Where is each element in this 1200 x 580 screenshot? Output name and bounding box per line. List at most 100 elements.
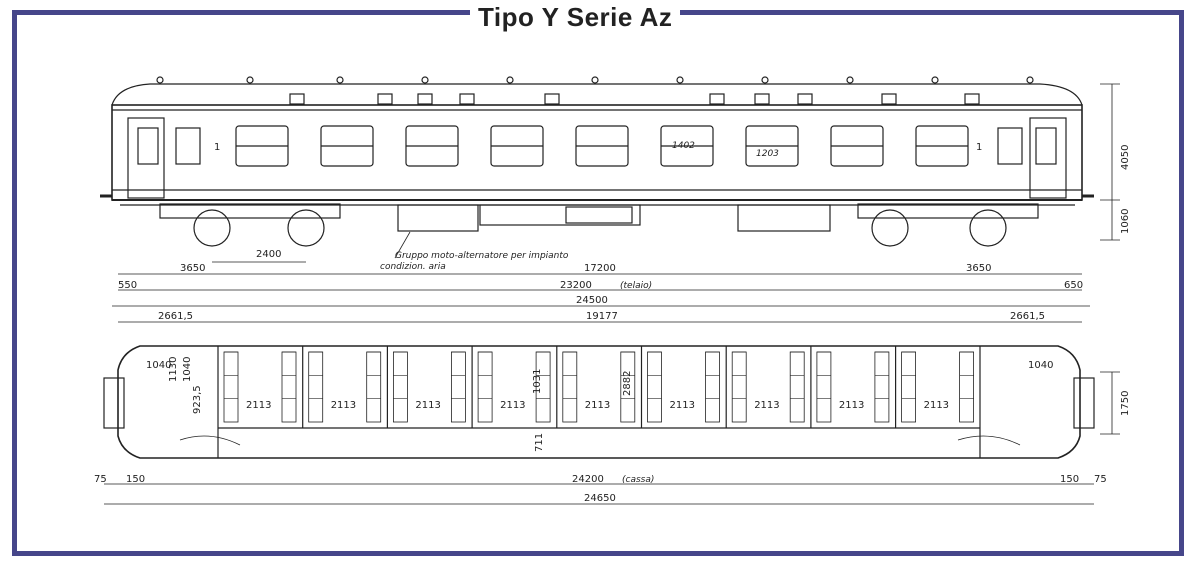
bogie-left xyxy=(159,203,341,247)
window-label-1: 1402 xyxy=(672,141,695,151)
end-left: 2661,5 xyxy=(158,311,193,322)
seat-bench xyxy=(562,351,578,423)
compartment-width: 2113 xyxy=(415,400,440,411)
equipment-panel xyxy=(565,206,633,224)
compartment-width: 2113 xyxy=(754,400,779,411)
seat-bench xyxy=(308,351,324,423)
drawing-title: Tipo Y Serie Az xyxy=(470,2,681,33)
bogie-right xyxy=(857,203,1039,247)
frame-length: 23200 xyxy=(560,280,592,291)
generator-box xyxy=(397,204,479,232)
buffer-right-dim: 650 xyxy=(1064,280,1083,291)
roof-dome xyxy=(156,76,164,84)
compartment-width: 2113 xyxy=(585,400,610,411)
buffer-left-dim: 550 xyxy=(118,280,137,291)
door-swing-left xyxy=(179,435,241,446)
roof-dome xyxy=(931,76,939,84)
seat-bench xyxy=(816,351,832,423)
vestibule-right: 1040 xyxy=(1028,360,1053,371)
compartment-width: 2113 xyxy=(924,400,949,411)
seat-bench xyxy=(477,351,493,423)
coupler-left xyxy=(103,377,125,429)
seat-bench xyxy=(281,351,297,423)
seat-bench xyxy=(874,351,890,423)
side-door-right xyxy=(1029,117,1067,199)
roof-dome xyxy=(421,76,429,84)
body-length-note: (cassa) xyxy=(622,475,654,485)
wheel xyxy=(193,209,231,247)
roof-dome xyxy=(1026,76,1034,84)
seat-bench xyxy=(450,351,466,423)
overhang-left: 3650 xyxy=(180,263,205,274)
gap-right-2: 150 xyxy=(1060,474,1079,485)
bogie-spacing: 2400 xyxy=(256,249,281,260)
door-swing-right xyxy=(957,435,1021,446)
seat-bench xyxy=(647,351,662,423)
door-number-right: 1 xyxy=(976,142,982,153)
generator-note-2: condizion. aria xyxy=(380,262,446,272)
height-floor: 1060 xyxy=(1120,209,1131,234)
seat-bench xyxy=(705,351,720,423)
car-roof xyxy=(111,83,1083,106)
coupler-right xyxy=(1073,377,1095,429)
roof-dome xyxy=(246,76,254,84)
roof-vent xyxy=(709,93,725,105)
seat-bench xyxy=(731,351,747,423)
generator-note-1: Gruppo moto-alternatore per impianto xyxy=(395,251,569,261)
end-window-right xyxy=(997,127,1023,165)
side-door-left-window xyxy=(137,127,159,165)
seat-bench xyxy=(789,351,805,423)
wheel xyxy=(871,209,909,247)
side-windows xyxy=(235,125,969,167)
equipment-box xyxy=(479,204,641,226)
vestibule-left: 1040 xyxy=(146,360,171,371)
roof-vent xyxy=(881,93,897,105)
seat-bench xyxy=(959,351,974,423)
roof-dome xyxy=(591,76,599,84)
seat-bench xyxy=(901,351,916,423)
height-body: 4050 xyxy=(1120,145,1131,170)
overall-length: 24500 xyxy=(576,295,608,306)
roof-vent xyxy=(754,93,770,105)
gap-left: 75 xyxy=(94,474,107,485)
plan-width: 1750 xyxy=(1120,391,1131,416)
roof-vent xyxy=(544,93,560,105)
seat-bench xyxy=(223,351,239,423)
door-number-left: 1 xyxy=(214,142,220,153)
roof-dome xyxy=(676,76,684,84)
window-label-2: 1203 xyxy=(756,149,779,159)
corridor-dim: 711 xyxy=(534,433,545,452)
side-door-left xyxy=(127,117,165,199)
wc-dim-2: 1040 xyxy=(182,357,193,382)
end-window-left xyxy=(175,127,201,165)
seat-bench xyxy=(366,351,382,423)
wheel xyxy=(969,209,1007,247)
compartment-width: 2113 xyxy=(331,400,356,411)
seat-dim: 1031 xyxy=(532,369,543,394)
roof-vent xyxy=(377,93,393,105)
roof-dome xyxy=(336,76,344,84)
plan-outline xyxy=(117,345,1081,459)
side-elevation: 1 1 1402 1203 4050 1060 xyxy=(100,76,1131,307)
wc-dim-1: 1130 xyxy=(168,357,179,382)
note-leader xyxy=(394,231,411,259)
interior-width: 2882 xyxy=(622,371,633,396)
frame-length-note: (telaio) xyxy=(620,281,652,291)
compartment-width: 2113 xyxy=(839,400,864,411)
gap-left-2: 150 xyxy=(126,474,145,485)
compartment-width: 2113 xyxy=(246,400,271,411)
wc-dim-3: 923,5 xyxy=(192,385,203,414)
car-body xyxy=(111,104,1083,201)
overhang-right: 3650 xyxy=(966,263,991,274)
compartment-width: 2113 xyxy=(670,400,695,411)
compartments-total: 19177 xyxy=(586,311,618,322)
roof-dome xyxy=(761,76,769,84)
roof-vent xyxy=(417,93,433,105)
roof-vent xyxy=(797,93,813,105)
seat-bench xyxy=(392,351,408,423)
wheel xyxy=(287,209,325,247)
bogie-centers: 17200 xyxy=(584,263,616,274)
